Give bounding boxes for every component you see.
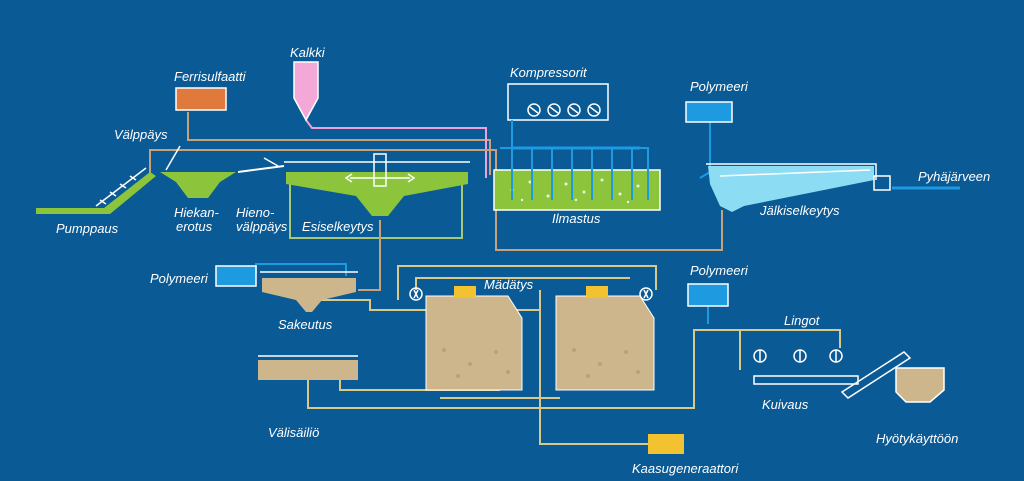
label-hienovalppays-1: Hieno- bbox=[236, 205, 275, 220]
label-jalkiselkeytys: Jälkiselkeytys bbox=[760, 203, 840, 218]
polymer-tank-top bbox=[685, 101, 733, 123]
digester-loop-line bbox=[397, 265, 657, 300]
gas-line bbox=[539, 290, 650, 445]
compressor-gauge-icon bbox=[547, 103, 561, 117]
label-kalkki: Kalkki bbox=[290, 45, 325, 60]
conveyor bbox=[840, 351, 912, 399]
storage-tank bbox=[258, 360, 358, 380]
label-kaasugeneraattori: Kaasugeneraattori bbox=[632, 461, 739, 476]
lime-feed-line bbox=[305, 119, 487, 178]
label-valppays: Välppäys bbox=[114, 127, 168, 142]
label-kuivaus: Kuivaus bbox=[762, 397, 809, 412]
label-sakeutus: Sakeutus bbox=[278, 317, 333, 332]
screen-rake bbox=[165, 145, 181, 171]
label-esiselkeytys: Esiselkeytys bbox=[302, 219, 374, 234]
to-centrifuge-line bbox=[307, 329, 741, 409]
label-valisailio: Välisäiliö bbox=[268, 425, 320, 440]
centrifuge-header-line bbox=[700, 329, 841, 348]
secondary-clarifier-rim bbox=[706, 163, 877, 180]
primary-bypass-line bbox=[289, 180, 463, 239]
ferric-feed-line bbox=[187, 112, 491, 175]
compressor-gauge-icon bbox=[587, 103, 601, 117]
label-polymeeri-right: Polymeeri bbox=[690, 263, 748, 278]
outlet-box bbox=[873, 175, 891, 191]
primary-clarifier bbox=[286, 172, 468, 216]
compressor-box bbox=[507, 83, 609, 121]
ferric-sulfate-tank bbox=[175, 87, 227, 111]
label-ferrisulfaatti: Ferrisulfaatti bbox=[174, 69, 246, 84]
grit-chamber bbox=[160, 172, 236, 198]
air-bubbles bbox=[510, 178, 640, 204]
lime-silo bbox=[293, 61, 319, 122]
pumping-channel bbox=[36, 172, 156, 214]
digester-1 bbox=[425, 295, 523, 391]
polymer-tank-right bbox=[687, 283, 729, 307]
compressor-gauge-icon bbox=[527, 103, 541, 117]
digester-sediment bbox=[442, 348, 640, 378]
label-pyhajarveen: Pyhäjärveen bbox=[918, 169, 991, 184]
air-pipes bbox=[500, 120, 649, 200]
fine-screen-rake bbox=[263, 157, 279, 167]
label-hienovalppays-2: välppäys bbox=[236, 219, 288, 234]
label-polymeeri-top: Polymeeri bbox=[690, 79, 748, 94]
centrifuge-icon bbox=[753, 349, 767, 363]
label-hiekanerotus-2: erotus bbox=[176, 219, 213, 234]
centrifuge-icon bbox=[793, 349, 807, 363]
label-hyotykayttoon: Hyötykäyttöön bbox=[876, 431, 959, 446]
label-polymeeri-left: Polymeeri bbox=[150, 271, 208, 286]
label-kompressorit: Kompressorit bbox=[510, 65, 587, 80]
label-madatys: Mädätys bbox=[484, 277, 534, 292]
digester-1-dome bbox=[454, 286, 476, 298]
secondary-clarifier bbox=[708, 166, 874, 212]
label-lingot: Lingot bbox=[784, 313, 820, 328]
pumping-screw bbox=[95, 167, 147, 207]
clarifier-drive bbox=[373, 153, 387, 187]
reuse-bin bbox=[895, 367, 945, 403]
polymer-tank-left bbox=[215, 265, 257, 287]
digester-feed-line bbox=[415, 277, 630, 290]
label-pumppaus: Pumppaus bbox=[56, 221, 119, 236]
compressor-gauge-icon bbox=[567, 103, 581, 117]
fine-screen bbox=[237, 165, 285, 173]
thickener bbox=[262, 278, 356, 312]
pump-icon bbox=[409, 287, 423, 301]
digester-2-dome bbox=[586, 286, 608, 298]
scraper-arrows bbox=[344, 173, 416, 183]
pump-icon bbox=[639, 287, 653, 301]
centrifuge-icon bbox=[829, 349, 843, 363]
label-ilmastus: Ilmastus bbox=[552, 211, 601, 226]
drying-belt bbox=[753, 375, 859, 385]
sludge-to-thickener-line bbox=[358, 220, 381, 291]
label-hiekanerotus-1: Hiekan- bbox=[174, 205, 219, 220]
gas-generator bbox=[648, 434, 684, 454]
secondary-scraper bbox=[719, 169, 871, 177]
